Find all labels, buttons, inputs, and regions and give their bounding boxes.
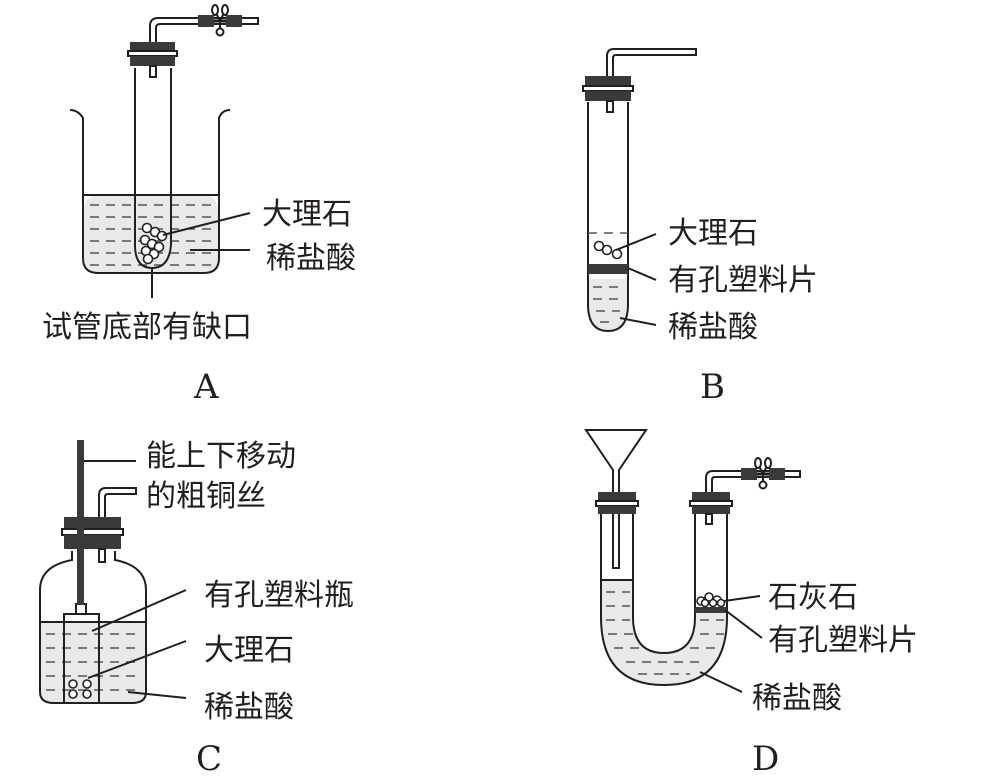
test-tube-with-notch: [127, 3, 259, 270]
leader-line: [91, 589, 187, 632]
label-acid-a: 稀盐酸: [266, 241, 356, 276]
label-tube-notch: 试管底部有缺口: [42, 310, 252, 345]
rubber-stopper: [598, 492, 636, 501]
label-acid-d: 稀盐酸: [752, 681, 842, 716]
panel-a: 大理石 稀盐酸 试管底部有缺口 A: [42, 3, 356, 407]
perforated-plastic-plate: [695, 607, 727, 613]
panel-d: 石灰石 有孔塑料片 稀盐酸 D: [584, 429, 918, 779]
leader-line: [699, 671, 743, 693]
limestone-pebbles: [696, 592, 726, 608]
test-tube-b: [582, 48, 697, 333]
spring-clamp-icon: [196, 3, 244, 37]
label-acid-b: 稀盐酸: [668, 310, 758, 345]
label-acid-c: 稀盐酸: [204, 690, 294, 725]
delivery-tube: [98, 487, 137, 517]
leader-line: [723, 595, 761, 602]
leader-line: [724, 609, 763, 639]
spring-clamp-icon: [739, 456, 787, 490]
perforated-plastic-bottle: [63, 603, 100, 704]
label-limestone-d: 石灰石: [768, 580, 858, 615]
delivery-tube: [606, 48, 697, 76]
marble-pebbles-a: [139, 222, 168, 265]
leader-line: [615, 233, 657, 251]
label-marble-b: 大理石: [668, 216, 758, 251]
rubber-stopper: [130, 42, 175, 52]
acid-dashes-a: [90, 204, 215, 266]
label-wire-line2: 的粗铜丝: [146, 479, 266, 514]
leader-line: [127, 691, 187, 699]
rubber-stopper: [585, 76, 631, 86]
label-marble-c: 大理石: [204, 633, 294, 668]
leader-line: [87, 640, 187, 679]
label-bottle-c: 有孔塑料瓶: [204, 578, 354, 613]
label-marble-a: 大理石: [262, 197, 352, 232]
u-tube: [600, 511, 728, 687]
label-plate-d: 有孔塑料片: [768, 623, 918, 658]
leader-line: [619, 317, 657, 326]
caption-c: C: [196, 739, 222, 779]
leader-line: [162, 212, 251, 236]
panel-b: 大理石 有孔塑料片 稀盐酸 B: [582, 48, 818, 407]
caption-d: D: [752, 739, 779, 779]
perforated-plastic-plate: [588, 264, 628, 274]
rubber-stopper: [692, 492, 730, 501]
wide-mouth-bottle: [39, 551, 147, 704]
caption-b: B: [700, 367, 725, 407]
label-plate-b: 有孔塑料片: [668, 263, 818, 298]
caption-a: A: [193, 367, 219, 407]
panel-c: 能上下移动 的粗铜丝 有孔塑料瓶 大理石 稀盐酸 C: [39, 439, 354, 779]
leader-line: [627, 267, 657, 281]
rubber-stopper: [64, 517, 121, 529]
label-wire-line1: 能上下移动: [146, 439, 296, 474]
